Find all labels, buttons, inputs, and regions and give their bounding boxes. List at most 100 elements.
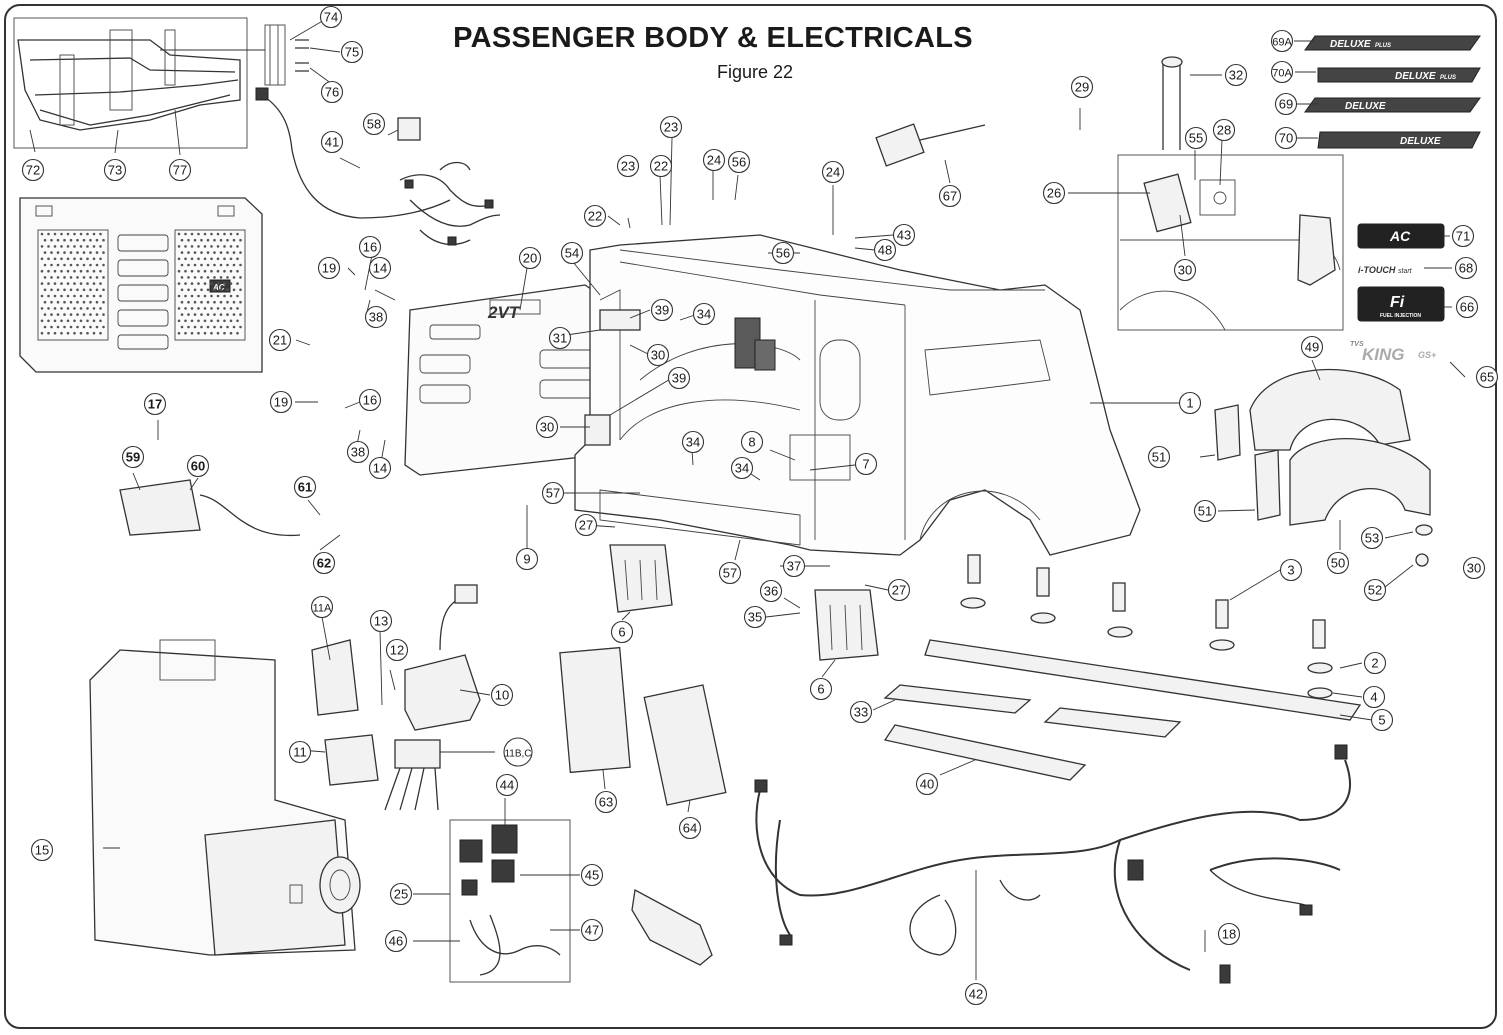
deluxe-plus-a-suffix: PLUS (1375, 43, 1391, 49)
grille-perforation (223, 257, 226, 261)
grille-perforation (232, 276, 236, 279)
grille-perforation (50, 276, 53, 279)
callout-label: 39 (672, 371, 686, 386)
callout-label: 6 (618, 625, 625, 640)
callout-label: 69 (1279, 97, 1293, 112)
grille-perforation (82, 325, 86, 329)
grille-perforation (56, 263, 60, 267)
grille-perforation (203, 331, 207, 335)
grille-perforation (190, 232, 194, 236)
grille-perforation (60, 294, 63, 298)
grille-perforation (177, 245, 181, 248)
grille-perforation (95, 276, 99, 279)
grille-perforation (239, 300, 242, 304)
callout-label: 7 (862, 457, 869, 472)
grille-perforation (66, 307, 70, 310)
callout-label: 1 (1186, 396, 1193, 411)
grille-perforation (63, 238, 66, 242)
grille-perforation (95, 251, 99, 254)
grille-perforation (40, 232, 44, 236)
grille-perforation (216, 307, 220, 310)
grille-perforation (86, 269, 89, 273)
grille-perforation (219, 325, 223, 329)
callout-circle (964, 982, 988, 1006)
grille-perforation (177, 307, 181, 310)
grille-perforation (180, 325, 184, 329)
diagram-frame (4, 4, 1497, 1029)
callout-label: 11B,C (504, 749, 531, 760)
grille-perforation (239, 313, 242, 316)
callout-label: 53 (1365, 531, 1379, 546)
grille-perforation (184, 319, 187, 323)
grille-perforation (40, 294, 44, 298)
grille-perforation (73, 294, 76, 298)
grille-perforation (190, 269, 194, 273)
callout-label: 15 (35, 843, 49, 858)
grille-perforation (180, 313, 184, 316)
callout-label: 56 (732, 155, 746, 170)
callout-label: 30 (1178, 263, 1192, 278)
grille-perforation (99, 294, 102, 298)
callout-label: 34 (697, 307, 711, 322)
callout-label: 2 (1371, 656, 1378, 671)
grille-perforation (92, 232, 96, 236)
grille-perforation (223, 232, 226, 236)
grille-perforation (232, 313, 236, 316)
grille-perforation (223, 245, 226, 248)
callout-circle (368, 456, 392, 480)
callout-label: 64 (683, 821, 697, 836)
grille-perforation (236, 282, 239, 285)
fuel-door-inset (1117, 154, 1344, 331)
fi-badge-caption: FUEL INJECTION (1380, 313, 1421, 319)
sill-plates (883, 639, 1362, 781)
grille-perforation (89, 313, 92, 316)
grille-perforation (184, 245, 187, 248)
grille-perforation (239, 251, 242, 254)
grille-perforation (177, 319, 181, 323)
grille-perforation (53, 232, 57, 236)
grille-perforation (43, 313, 47, 316)
callout-label: 12 (390, 643, 404, 658)
grille-perforation (180, 238, 184, 242)
grille-perforation (56, 251, 60, 254)
callout-circle (1462, 556, 1486, 580)
callout-label: 34 (735, 461, 749, 476)
callout-circle (103, 158, 127, 182)
grille-perforation (193, 313, 197, 316)
grille-perforation (193, 300, 197, 304)
callout-label: 9 (523, 552, 530, 567)
grille-perforation (200, 276, 203, 279)
grille-perforation (206, 263, 210, 267)
callout-circle (574, 513, 598, 537)
itouch-badge-text: i-TOUCH (1358, 265, 1396, 275)
grille-perforation (219, 251, 223, 254)
callout-label: 62 (317, 556, 331, 571)
grille-perforation (210, 282, 213, 285)
grille-perforation (216, 319, 220, 323)
grille-perforation (53, 294, 57, 298)
grille-perforation (60, 232, 63, 236)
callout-label: 23 (621, 159, 635, 174)
callout-circle (1270, 29, 1294, 53)
grille-perforation (79, 319, 83, 323)
grille-perforation (239, 263, 242, 267)
callout-circle (368, 256, 392, 280)
grille-perforation (89, 325, 92, 329)
grille-perforation (47, 245, 50, 248)
grille-perforation (76, 238, 79, 242)
grille-perforation (53, 282, 57, 285)
grille-perforation (229, 294, 233, 298)
grille-perforation (63, 251, 66, 254)
callout-circle (646, 343, 670, 367)
callout-label: 65 (1480, 370, 1494, 385)
callout-circle (1224, 63, 1248, 87)
callout-circle (320, 80, 344, 104)
grille-perforation (239, 288, 242, 292)
grille-perforation (82, 276, 86, 279)
grille-perforation (213, 325, 216, 329)
grille-perforation (86, 294, 89, 298)
grille-perforation (66, 319, 70, 323)
grille-perforation (95, 325, 99, 329)
grille-perforation (43, 263, 47, 267)
callout-label: 66 (1460, 300, 1474, 315)
